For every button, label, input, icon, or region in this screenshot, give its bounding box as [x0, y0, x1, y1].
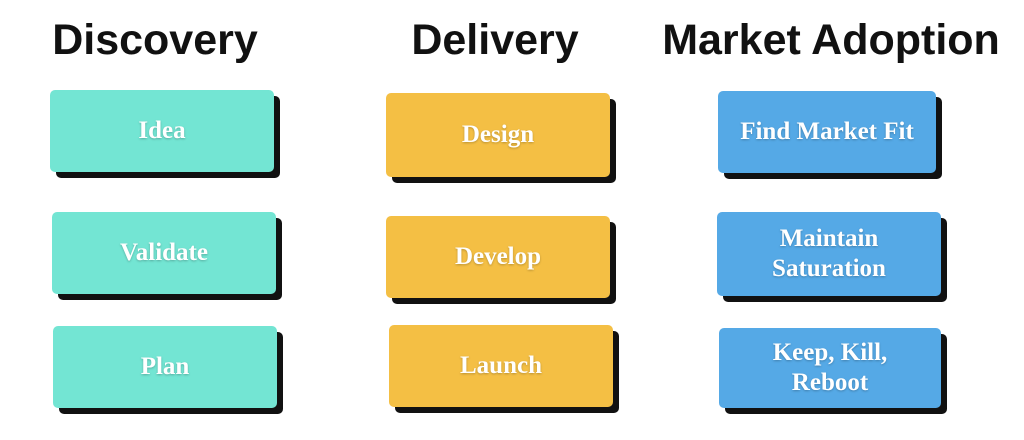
- develop-label: Develop: [454, 243, 542, 270]
- discovery-heading: Discovery: [52, 16, 258, 64]
- validate-label: Validate: [120, 239, 208, 266]
- launch-card: Launch: [389, 325, 613, 407]
- keep-kill-reboot-line-2: Reboot: [791, 369, 869, 396]
- maintain-saturation-card: Maintain Saturation: [717, 212, 941, 296]
- maintain-saturation-line-1: Maintain: [779, 225, 879, 252]
- keep-kill-reboot-line-1: Keep, Kill,: [772, 339, 888, 366]
- plan-label: Plan: [140, 353, 190, 380]
- idea-card: Idea: [50, 90, 274, 172]
- delivery-heading: Delivery: [411, 16, 579, 64]
- find-market-fit-card: Find Market Fit: [718, 91, 936, 173]
- find-market-fit-label: Find Market Fit: [740, 118, 914, 145]
- keep-kill-reboot-card: Keep, Kill, Reboot: [719, 328, 941, 408]
- idea-label: Idea: [138, 117, 186, 144]
- validate-card: Validate: [52, 212, 276, 294]
- maintain-saturation-line-2: Saturation: [772, 255, 886, 282]
- market-adoption-heading: Market Adoption: [662, 16, 1000, 64]
- design-card: Design: [386, 93, 610, 177]
- plan-card: Plan: [53, 326, 277, 408]
- design-label: Design: [461, 121, 535, 148]
- develop-card: Develop: [386, 216, 610, 298]
- launch-label: Launch: [460, 352, 542, 379]
